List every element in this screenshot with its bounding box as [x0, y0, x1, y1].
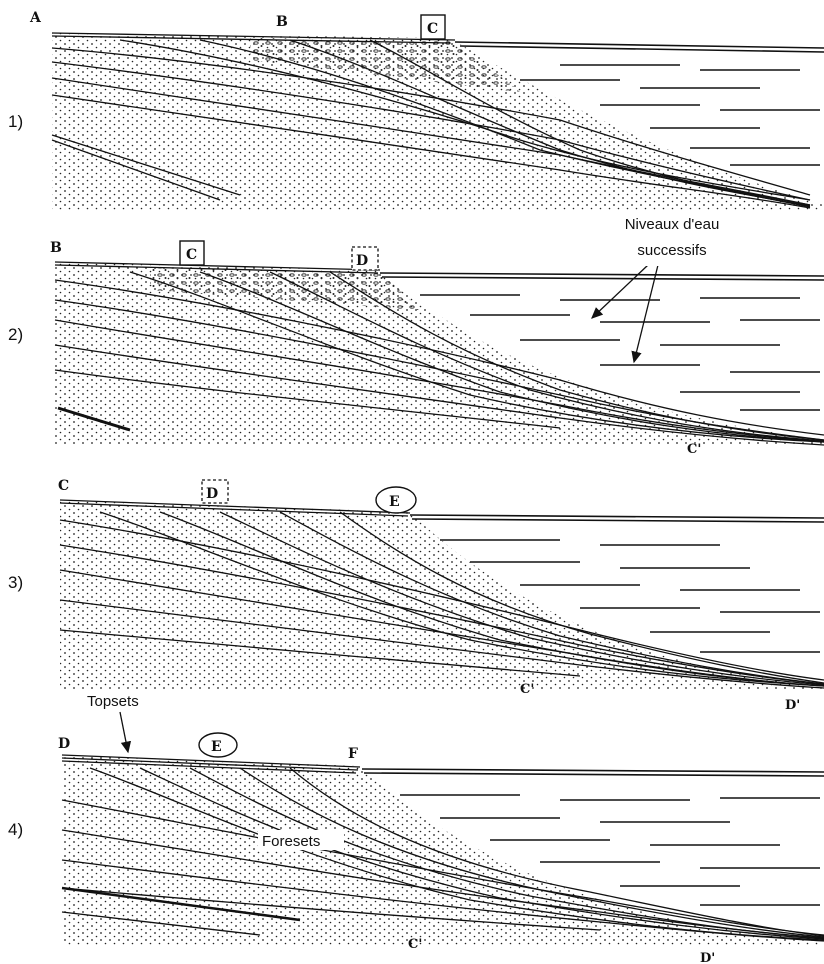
water-level-arrow-2: [631, 264, 659, 364]
panel-3-sediment-body: [60, 500, 824, 690]
panel-3-surface: [59, 499, 411, 514]
panel-4-bedding-lines: [61, 767, 824, 942]
panel-3-point-d-prime: D': [785, 698, 800, 713]
panel-1-water: [454, 41, 824, 166]
panel-3-label: 3): [8, 573, 23, 592]
panel-3-point-e-circle: [375, 486, 417, 514]
panel-3-point-d: D: [206, 486, 218, 502]
water-level-arrow-1: [591, 264, 649, 319]
panel-4-label: 4): [8, 820, 23, 839]
panel-2-point-d-box: [351, 246, 379, 271]
panel-2-surface: [54, 261, 381, 271]
panel-3-point-c: C: [58, 478, 69, 494]
panel-2-water: [379, 272, 824, 411]
panel-2-point-b: B: [50, 240, 62, 256]
panel-2-point-d: D: [356, 253, 368, 269]
annotation-foresets: Foresets: [262, 833, 320, 850]
panel-1-surface: [51, 32, 456, 41]
panel-1-point-b: B: [276, 14, 288, 30]
panel-4-point-d: D: [58, 736, 70, 752]
panel-1-bedding-lines: [51, 39, 811, 209]
panel-3-point-d-box: [201, 479, 229, 504]
annotation-water-levels-1: Niveaux d'eau: [625, 216, 720, 233]
panel-3-point-c-prime: C': [520, 682, 534, 697]
panel-4: Topsets Foresets 4) D E F C' D': [8, 693, 824, 964]
panel-2-point-c: C: [186, 247, 197, 263]
panel-3-bedding-lines: [59, 511, 824, 689]
panel-1: 1) A B C: [8, 10, 824, 210]
panel-2-point-c-prime: C': [687, 442, 701, 457]
panel-2-label: 2): [8, 325, 23, 344]
panel-2-bedding-lines: [54, 271, 824, 446]
panel-4-point-f: F: [348, 746, 358, 762]
panel-1-point-a: A: [29, 10, 42, 26]
panel-3-water: [409, 514, 824, 653]
panel-4-point-d-prime: D': [700, 951, 715, 964]
panel-2-point-c-box: [179, 240, 205, 266]
annotation-water-levels-2: successifs: [637, 242, 706, 259]
panel-4-point-c-prime: C': [408, 937, 422, 952]
panel-2: Niveaux d'eau successifs 2) B C D C': [8, 210, 824, 457]
panel-4-sediment-body: [62, 755, 824, 946]
topsets-arrow: [119, 711, 132, 754]
panel-1-point-c-box: [420, 14, 446, 40]
annotation-topsets: Topsets: [87, 693, 139, 710]
panel-1-point-c: C: [427, 21, 438, 37]
panel-1-gravel-zone: [250, 38, 520, 92]
panel-1-label: 1): [8, 112, 23, 131]
panel-4-water: [361, 768, 824, 906]
panel-4-point-e-circle: [198, 732, 238, 758]
panel-4-surface: [61, 754, 361, 768]
panel-4-point-e: E: [211, 739, 222, 755]
panel-3-point-e: E: [389, 494, 400, 510]
panel-3: 3) C D E C' D': [8, 478, 824, 713]
